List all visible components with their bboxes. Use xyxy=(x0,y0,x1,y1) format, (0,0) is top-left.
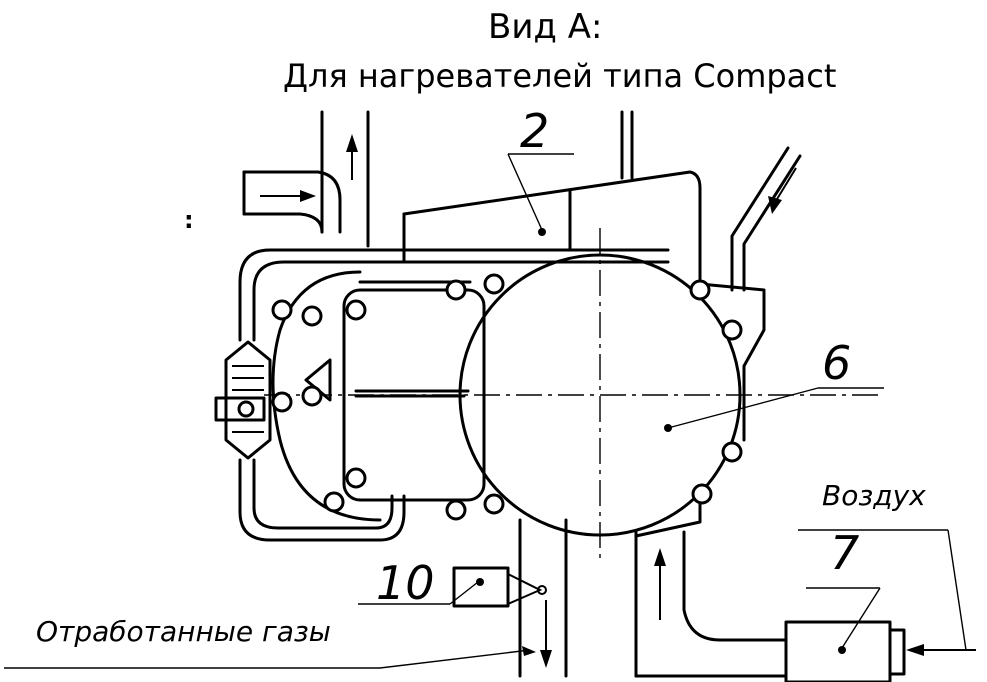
callout-10: 10 xyxy=(376,556,435,610)
axis-rod xyxy=(354,389,470,398)
right-bracket xyxy=(634,282,766,538)
diagonal-inlet-pipe xyxy=(730,146,802,292)
callout-2: 2 xyxy=(520,104,550,158)
leader-lines xyxy=(4,153,976,669)
callout-6: 6 xyxy=(822,336,852,390)
bolts xyxy=(271,273,743,521)
view-subtitle: Для нагревателей типа Compact xyxy=(283,57,837,95)
top-right-pipe xyxy=(620,110,634,180)
view-title: Вид А: xyxy=(488,7,603,47)
top-inlet-duct xyxy=(242,110,370,248)
sensor-box xyxy=(452,566,547,608)
left-connector xyxy=(214,340,272,460)
side-mark: : xyxy=(184,206,194,234)
air-label: Воздух xyxy=(822,479,926,512)
center-lines xyxy=(264,228,884,560)
housing-top-plate xyxy=(402,170,702,286)
air-intake-elbow xyxy=(634,530,906,682)
callout-7: 7 xyxy=(830,526,860,580)
exhaust-label: Отработанные газы xyxy=(36,615,331,648)
outer-hose xyxy=(238,248,670,542)
